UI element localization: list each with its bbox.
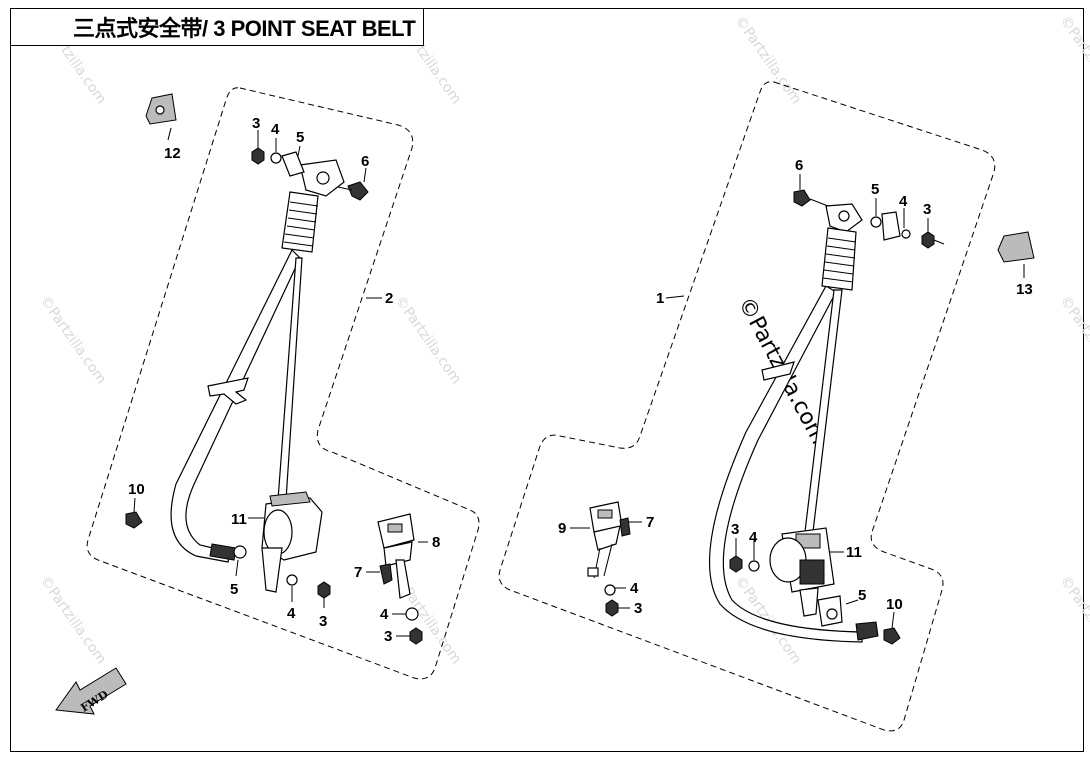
right-clip (997, 231, 1035, 263)
callout-left-buckle-bolt: 7 (354, 564, 362, 581)
right-bolt-lower (883, 627, 901, 645)
right-nut-lower (729, 555, 743, 573)
left-retractor (261, 491, 323, 593)
callout-right-nut-top: 3 (923, 201, 931, 218)
fwd-arrow-icon: FWD (55, 667, 127, 715)
callout-right-buckle-washer: 4 (630, 580, 639, 597)
right-assembly-boundary (498, 81, 996, 732)
callout-left-bolt-top: 6 (361, 153, 369, 170)
callout-left-spacer-lower: 5 (230, 581, 238, 598)
callout-right-retractor: 11 (846, 544, 862, 561)
right-buckle-nut (605, 599, 619, 617)
left-nut-top (251, 147, 265, 165)
left-spacer-top (281, 151, 305, 177)
right-washer-top (881, 211, 901, 241)
callout-left-bolt-lower: 10 (128, 481, 145, 498)
callout-right-washer-top: 4 (899, 193, 908, 210)
callout-right-spacer-lower: 5 (858, 587, 866, 604)
left-bolt-top (347, 181, 369, 201)
callout-left-washer-lower: 4 (287, 605, 296, 622)
watermark-text: ©Partzilla.com (392, 293, 465, 387)
title-box: 三点式安全带/ 3 POINT SEAT BELT (10, 8, 424, 46)
page-title: 三点式安全带/ 3 POINT SEAT BELT (73, 16, 416, 41)
right-washer-lower (748, 560, 760, 572)
left-buckle-nut (409, 627, 423, 645)
left-belt-guide (207, 377, 249, 405)
callout-left-retractor: 11 (231, 511, 247, 528)
left-washer-top (270, 152, 282, 164)
diagram-frame (10, 8, 1084, 752)
callout-right-washer-lower: 4 (749, 529, 758, 546)
callout-left-nut-top: 3 (252, 115, 260, 132)
right-buckle (587, 501, 623, 579)
callout-left-assembly: 2 (385, 290, 393, 307)
right-bolt-top (793, 189, 811, 207)
callout-left-buckle-washer: 4 (380, 606, 389, 623)
callout-right-bolt-top: 6 (795, 157, 803, 174)
left-leaders (133, 127, 428, 637)
right-buckle-washer (604, 584, 616, 596)
left-buckle-washer (405, 607, 419, 621)
watermark-text: ©Partzilla.com (1057, 13, 1090, 107)
callout-left-clip: 12 (164, 145, 181, 162)
left-spacer-lower (233, 545, 247, 559)
left-buckle (377, 513, 415, 599)
callout-right-spacer-top: 5 (871, 181, 879, 198)
left-anchor-end (209, 543, 237, 561)
right-seat-belt-assembly: 6 5 4 3 13 1 9 7 4 3 3 4 11 5 10 (498, 81, 1035, 732)
callout-right-buckle: 9 (558, 520, 566, 537)
watermark-text: ©Partzilla.com (732, 13, 805, 107)
watermark-text: ©Partzilla.com (1057, 293, 1090, 387)
left-bolt-lower (125, 511, 143, 529)
left-seat-belt-assembly: 3 4 5 6 12 2 10 11 5 4 3 8 7 4 3 (86, 87, 480, 680)
callout-left-washer-top: 4 (271, 121, 280, 138)
callout-right-buckle-nut: 3 (634, 600, 642, 617)
callout-right-nut-lower: 3 (731, 521, 739, 538)
left-buckle-bolt (379, 563, 393, 585)
callout-right-buckle-bolt: 7 (646, 514, 654, 531)
right-nut-top (921, 231, 935, 249)
watermark-text: ©Partzilla.com (37, 293, 110, 387)
right-washer-top-ring (901, 229, 911, 239)
right-pillar-loop (821, 203, 863, 291)
left-assembly-boundary (86, 87, 480, 680)
left-washer-lower (286, 574, 298, 586)
right-spacer-top (870, 216, 882, 228)
watermark-text: ©Partzilla.com (37, 573, 110, 667)
callout-left-buckle-nut: 3 (384, 628, 392, 645)
watermark-text: ©Partzilla.com (1057, 573, 1090, 667)
callout-right-bolt-lower: 10 (886, 596, 903, 613)
callout-left-buckle: 8 (432, 534, 440, 551)
callout-right-clip: 13 (1016, 281, 1033, 298)
right-belt-webbing (708, 285, 863, 643)
left-pillar-loop (281, 159, 345, 253)
left-nut-lower (317, 581, 331, 599)
right-anchor-end (855, 621, 879, 641)
callout-left-nut-lower: 3 (319, 613, 327, 630)
right-leaders (570, 174, 1025, 629)
right-retractor (769, 527, 835, 617)
right-belt-guide (761, 361, 795, 381)
right-buckle-bolt (619, 517, 631, 537)
callout-left-spacer-top: 5 (296, 129, 304, 146)
callout-right-assembly: 1 (656, 290, 664, 307)
